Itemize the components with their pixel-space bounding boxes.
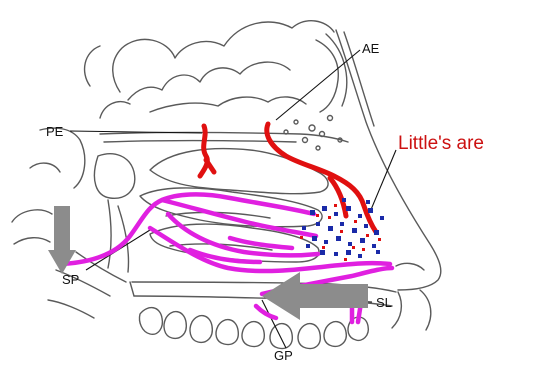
label-ae: AE: [362, 41, 380, 56]
label-sl: SL: [376, 295, 392, 310]
label-pe: PE: [46, 124, 64, 139]
label-gp: GP: [274, 348, 293, 363]
label-sp: SP: [62, 272, 79, 287]
label-littles-area: Little's are: [398, 133, 484, 154]
